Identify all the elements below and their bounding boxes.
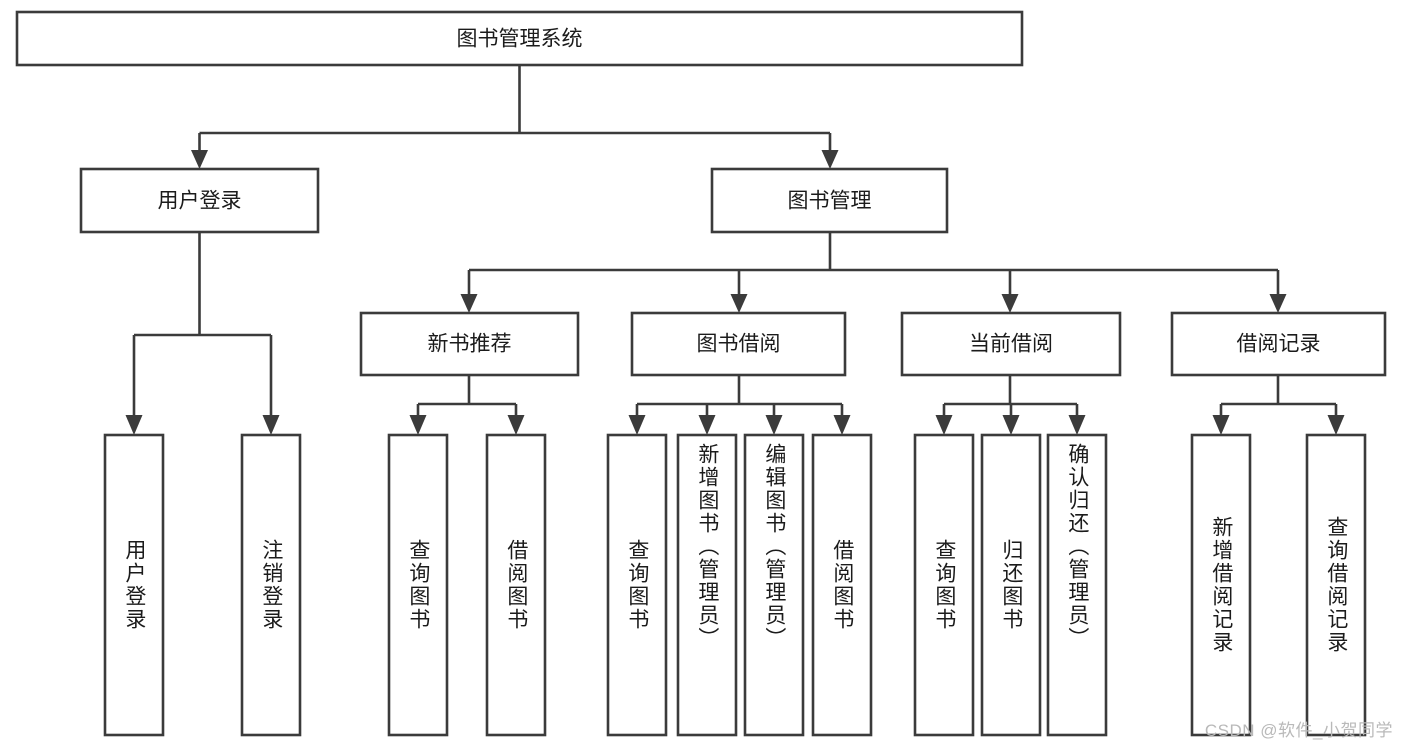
csdn-watermark: CSDN @软件_小贺同学 bbox=[1204, 721, 1393, 740]
arrow-head-leaf-record-query bbox=[1327, 415, 1345, 435]
arrow-head-current-borrow bbox=[1001, 294, 1019, 313]
arrow-head-new-book-rec bbox=[460, 294, 478, 313]
arrow-head-leaf-current-confirm-return bbox=[1068, 415, 1086, 435]
arrow-head-leaf-user-login bbox=[125, 415, 143, 435]
leaf-box-rec-borrow-book[interactable] bbox=[485, 433, 547, 737]
leaf-box-rec-query-book[interactable] bbox=[387, 433, 449, 737]
node-book-manage-label: 图书管理 bbox=[788, 190, 872, 213]
node-user-login-label: 用户登录 bbox=[158, 190, 242, 213]
leaf-box-current-confirm-return[interactable] bbox=[1046, 433, 1108, 737]
arrow-head-leaf-borrow-query-book bbox=[628, 415, 646, 435]
node-new-book-rec-label: 新书推荐 bbox=[428, 333, 512, 356]
arrow-head-leaf-borrow-add-book bbox=[698, 415, 716, 435]
node-borrow-record-label: 借阅记录 bbox=[1237, 333, 1321, 356]
node-book-manage[interactable] bbox=[710, 167, 949, 234]
arrow-head-leaf-current-return-book bbox=[1002, 415, 1020, 435]
node-borrow-record[interactable] bbox=[1170, 311, 1387, 377]
arrow-head-leaf-borrow-edit-book bbox=[765, 415, 783, 435]
node-book-borrow[interactable] bbox=[630, 311, 847, 377]
node-layer: 图书管理系统 用户登录 图书管理 新书推荐 图书借阅 当前借阅 借阅记录 bbox=[15, 10, 1387, 377]
arrow-head-leaf-current-query-book bbox=[935, 415, 953, 435]
arrow-head-borrow-record bbox=[1269, 294, 1287, 313]
leaf-box-record-add[interactable] bbox=[1190, 433, 1252, 737]
leaf-box-record-query[interactable] bbox=[1305, 433, 1367, 737]
leaf-box-current-query-book[interactable] bbox=[913, 433, 975, 737]
node-current-borrow[interactable] bbox=[900, 311, 1122, 377]
arrow-head-leaf-record-add bbox=[1212, 415, 1230, 435]
arrow-head-leaf-user-logout bbox=[262, 415, 280, 435]
leaf-box-user-login[interactable] bbox=[103, 433, 165, 737]
arrow-head-book-borrow bbox=[730, 294, 748, 313]
arrow-head-leaf-rec-borrow-book bbox=[507, 415, 525, 435]
node-root-label: 图书管理系统 bbox=[457, 28, 583, 51]
arrow-head-leaf-rec-query-book bbox=[409, 415, 427, 435]
node-root[interactable] bbox=[15, 10, 1024, 67]
arrow-head-book-manage bbox=[821, 150, 839, 169]
node-new-book-rec[interactable] bbox=[359, 311, 580, 377]
leaf-box-borrow-borrow-book[interactable] bbox=[811, 433, 873, 737]
leaf-box-borrow-edit-book[interactable] bbox=[743, 433, 805, 737]
leaf-box-borrow-query-book[interactable] bbox=[606, 433, 668, 737]
node-user-login[interactable] bbox=[79, 167, 320, 234]
leaf-layer bbox=[103, 433, 1367, 737]
arrow-head-leaf-borrow-borrow-book bbox=[833, 415, 851, 435]
arrow-head-user-login bbox=[191, 150, 208, 169]
leaf-box-current-return-book[interactable] bbox=[980, 433, 1042, 737]
connector-layer bbox=[125, 65, 1345, 435]
node-current-borrow-label: 当前借阅 bbox=[969, 333, 1053, 356]
leaf-box-borrow-add-book[interactable] bbox=[676, 433, 738, 737]
node-book-borrow-label: 图书借阅 bbox=[697, 333, 781, 356]
leaf-box-user-logout[interactable] bbox=[240, 433, 302, 737]
